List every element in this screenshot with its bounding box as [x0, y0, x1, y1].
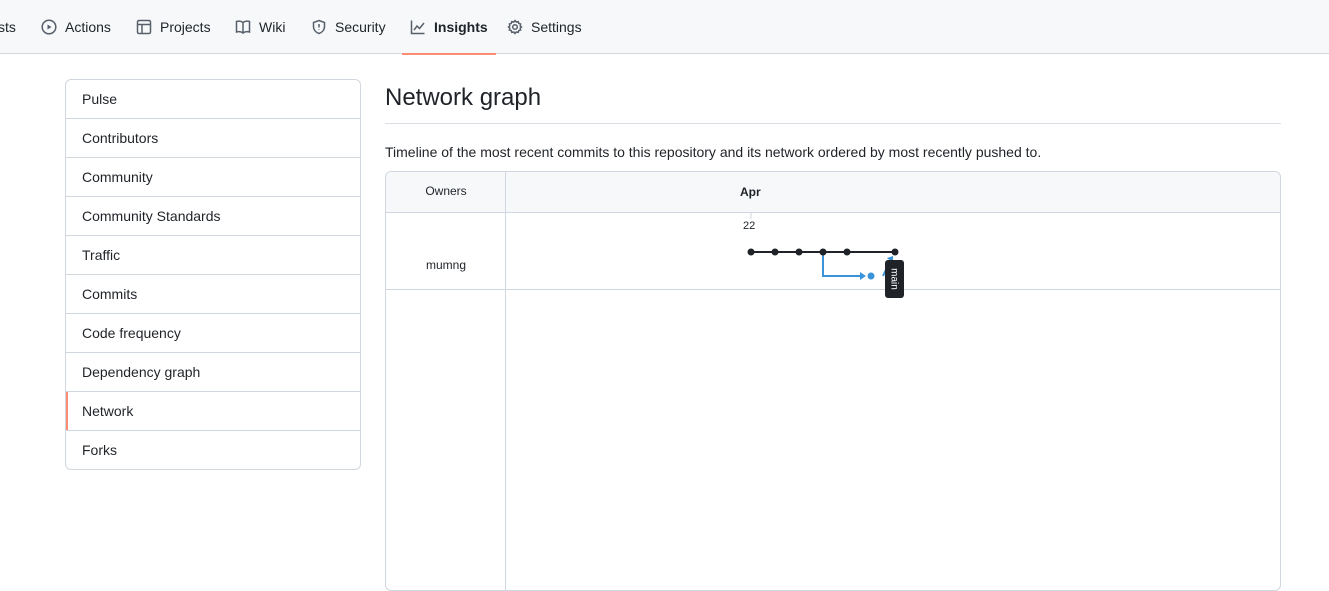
commit-dot[interactable]	[891, 248, 899, 256]
commit-dot[interactable]	[795, 248, 803, 256]
tab-pull-requests-label: sts	[0, 19, 16, 35]
commit-dot[interactable]	[771, 248, 779, 256]
sidebar-item-forks[interactable]: Forks	[66, 430, 360, 469]
tab-wiki-label: Wiki	[259, 19, 286, 35]
month-label: Apr	[740, 185, 761, 199]
sidebar-item-contributors[interactable]: Contributors	[66, 118, 360, 157]
commit-dot[interactable]	[819, 248, 827, 256]
play-icon	[41, 19, 57, 35]
sidebar-item-community-standards[interactable]: Community Standards	[66, 196, 360, 235]
table-icon	[136, 19, 152, 35]
tab-projects-label: Projects	[160, 19, 211, 35]
tab-settings[interactable]: Settings	[507, 0, 582, 54]
network-graph[interactable]: Owners Apr mumng 22 main	[385, 171, 1281, 591]
owner-name[interactable]: mumng	[425, 258, 466, 272]
title-divider	[385, 123, 1281, 124]
commit-graph-canvas: main	[747, 212, 904, 298]
owner-row-divider	[386, 289, 1280, 290]
tab-insights[interactable]: Insights	[402, 0, 496, 55]
graph-icon	[410, 20, 425, 35]
page-title: Network graph	[385, 84, 542, 111]
sidebar-item-dependency-graph[interactable]: Dependency graph	[66, 352, 360, 391]
active-tab-underline	[402, 53, 496, 55]
tab-wiki[interactable]: Wiki	[235, 0, 285, 54]
commit-dot[interactable]	[747, 248, 755, 256]
sidebar-item-commits[interactable]: Commits	[66, 274, 360, 313]
sidebar-item-pulse[interactable]: Pulse	[82, 91, 118, 107]
repo-tab-bar: sts Actions Projects Wiki Security Insig…	[0, 0, 1329, 55]
graph-header	[386, 172, 1280, 213]
sidebar-item-code-frequency[interactable]: Code frequency	[66, 313, 360, 352]
tab-actions-label: Actions	[65, 19, 111, 35]
tab-security-label: Security	[335, 19, 386, 35]
owners-header: Owners	[425, 184, 467, 198]
day-label: 22	[743, 220, 756, 232]
commit-dot[interactable]	[843, 248, 851, 256]
fork-commit-dot[interactable]	[867, 272, 875, 280]
book-icon	[235, 20, 251, 34]
branch-label-text: main	[888, 268, 899, 290]
page-description: Timeline of the most recent commits to t…	[385, 144, 1042, 160]
tab-settings-label: Settings	[531, 19, 582, 35]
tab-projects[interactable]: Projects	[136, 0, 211, 54]
owners-column-divider	[505, 172, 506, 590]
sidebar-item-network[interactable]: Network	[66, 391, 360, 430]
insights-sidebar: Pulse Contributors Community Community S…	[65, 79, 361, 470]
sidebar-item-traffic[interactable]: Traffic	[66, 235, 360, 274]
sidebar-item-community[interactable]: Community	[66, 157, 360, 196]
fork-arrow-icon	[860, 272, 866, 280]
branch-label-badge[interactable]	[885, 260, 904, 298]
tab-pull-requests[interactable]: sts	[0, 0, 16, 54]
fork-branch-line	[822, 252, 864, 277]
gear-icon	[507, 19, 523, 35]
shield-icon	[312, 19, 326, 35]
tab-security[interactable]: Security	[311, 0, 386, 54]
tab-actions[interactable]: Actions	[41, 0, 111, 54]
tab-insights-label: Insights	[434, 19, 488, 35]
